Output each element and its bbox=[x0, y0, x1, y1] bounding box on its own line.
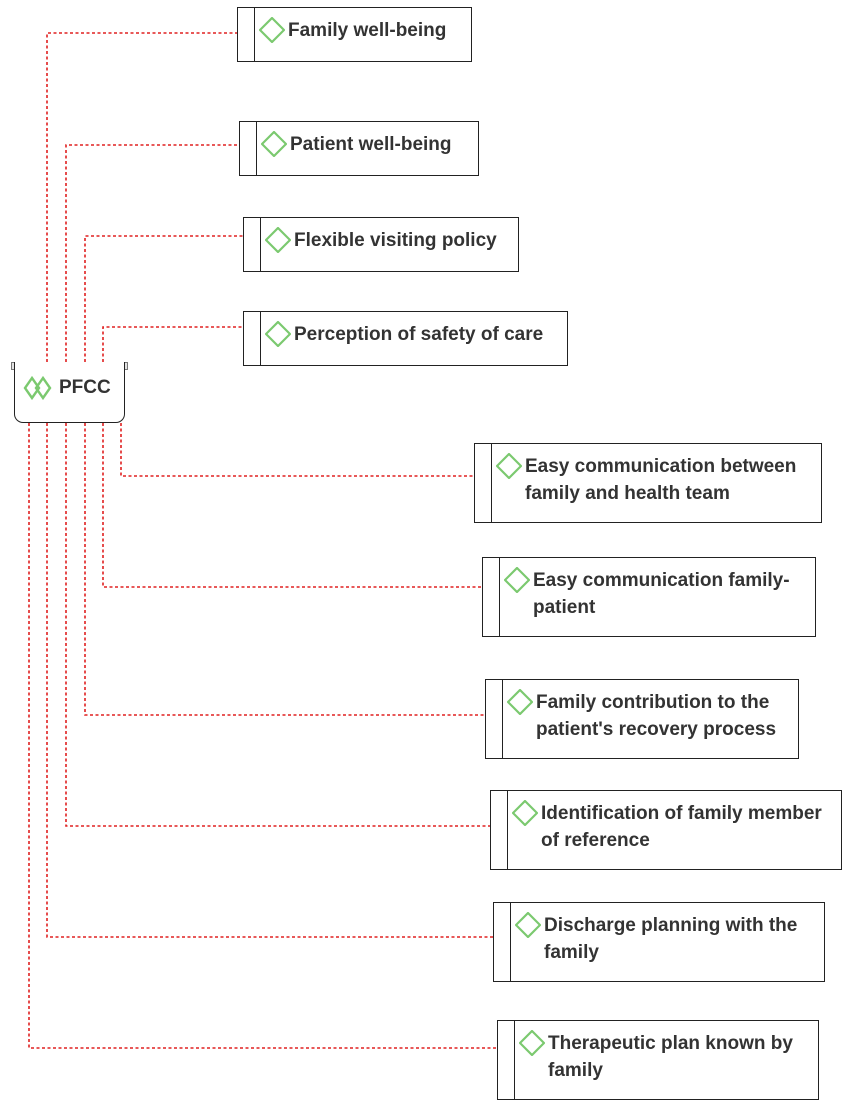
diamond-icon bbox=[265, 321, 291, 347]
node-family-well-being[interactable]: Family well-being bbox=[237, 7, 472, 62]
node-easy-communication-family-health-team[interactable]: Easy communication between family and he… bbox=[474, 443, 822, 523]
diamond-icon bbox=[261, 131, 287, 157]
diamond-icon bbox=[515, 912, 541, 938]
node-label: Family well-being bbox=[288, 20, 447, 41]
node-label: Easy communication family-patient bbox=[533, 570, 790, 618]
diamond-icon bbox=[496, 453, 522, 479]
connector-patient-well-being bbox=[65, 144, 239, 362]
node-patient-well-being[interactable]: Patient well-being bbox=[239, 121, 479, 176]
diamond-icon bbox=[259, 17, 285, 43]
connector-family-well-being bbox=[46, 32, 237, 362]
connector-perception-of-safety-of-care bbox=[102, 326, 243, 362]
diamond-icon bbox=[512, 800, 538, 826]
node-therapeutic-plan-known-by-family[interactable]: Therapeutic plan known by family bbox=[497, 1020, 819, 1100]
diamond-icon bbox=[504, 567, 530, 593]
connector-easy-communication-family-patient bbox=[102, 423, 482, 588]
diamond-icon bbox=[265, 227, 291, 253]
node-label: Discharge planning with the family bbox=[544, 915, 798, 963]
connector-identification-family-member-reference bbox=[65, 423, 490, 827]
root-label: PFCC bbox=[59, 377, 111, 398]
node-easy-communication-family-patient[interactable]: Easy communication family-patient bbox=[482, 557, 816, 637]
root-node-pfcc[interactable]: PFCC bbox=[14, 362, 125, 423]
node-label: Easy communication between family and he… bbox=[525, 456, 797, 504]
node-label: Perception of safety of care bbox=[294, 324, 544, 345]
node-flexible-visiting-policy[interactable]: Flexible visiting policy bbox=[243, 217, 519, 272]
node-discharge-planning-family[interactable]: Discharge planning with the family bbox=[493, 902, 825, 982]
node-identification-family-member-reference[interactable]: Identification of family member of refer… bbox=[490, 790, 842, 870]
node-label: Family contribution to the patient's rec… bbox=[536, 692, 777, 740]
double-diamond-icon bbox=[23, 375, 52, 401]
node-perception-of-safety-of-care[interactable]: Perception of safety of care bbox=[243, 311, 568, 366]
diamond-icon bbox=[519, 1030, 545, 1056]
node-label: Therapeutic plan known by family bbox=[548, 1033, 793, 1081]
diamond-icon bbox=[507, 689, 533, 715]
node-label: Identification of family member of refer… bbox=[541, 803, 822, 851]
connector-easy-communication-family-health-team bbox=[120, 423, 474, 477]
node-label: Patient well-being bbox=[290, 134, 452, 155]
node-label: Flexible visiting policy bbox=[294, 230, 497, 251]
connector-family-contribution-recovery bbox=[84, 423, 485, 716]
connector-discharge-planning-family bbox=[46, 423, 493, 938]
node-family-contribution-recovery[interactable]: Family contribution to the patient's rec… bbox=[485, 679, 799, 759]
connector-therapeutic-plan-known-by-family bbox=[28, 423, 497, 1049]
connector-flexible-visiting-policy bbox=[84, 235, 243, 362]
